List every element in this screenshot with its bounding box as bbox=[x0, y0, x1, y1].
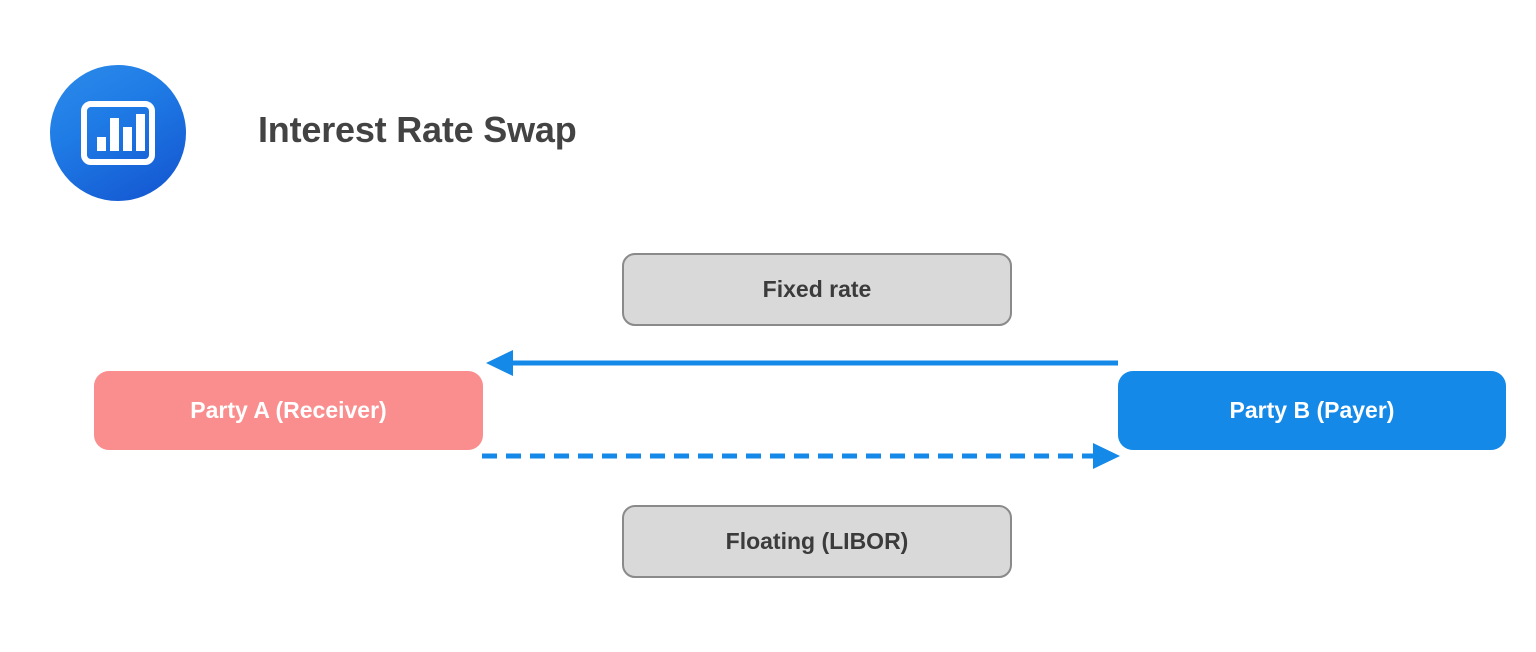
edge-fixed-rate-arrow bbox=[486, 350, 1118, 376]
page-title: Interest Rate Swap bbox=[258, 109, 577, 150]
app-logo bbox=[50, 65, 186, 201]
node-party-a-label: Party A (Receiver) bbox=[190, 397, 387, 423]
node-party-b-label: Party B (Payer) bbox=[1229, 397, 1395, 423]
edge-label-fixed-rate: Fixed rate bbox=[622, 253, 1012, 326]
header: Interest Rate Swap bbox=[50, 65, 750, 205]
edge-label-floating-libor-text: Floating (LIBOR) bbox=[725, 528, 909, 554]
edge-label-floating-libor: Floating (LIBOR) bbox=[622, 505, 1012, 578]
edge-floating-arrow bbox=[482, 443, 1120, 469]
bar-chart-icon bbox=[81, 101, 155, 165]
node-party-a[interactable]: Party A (Receiver) bbox=[94, 371, 483, 450]
edge-label-fixed-rate-text: Fixed rate bbox=[762, 276, 872, 302]
node-party-b[interactable]: Party B (Payer) bbox=[1118, 371, 1506, 450]
